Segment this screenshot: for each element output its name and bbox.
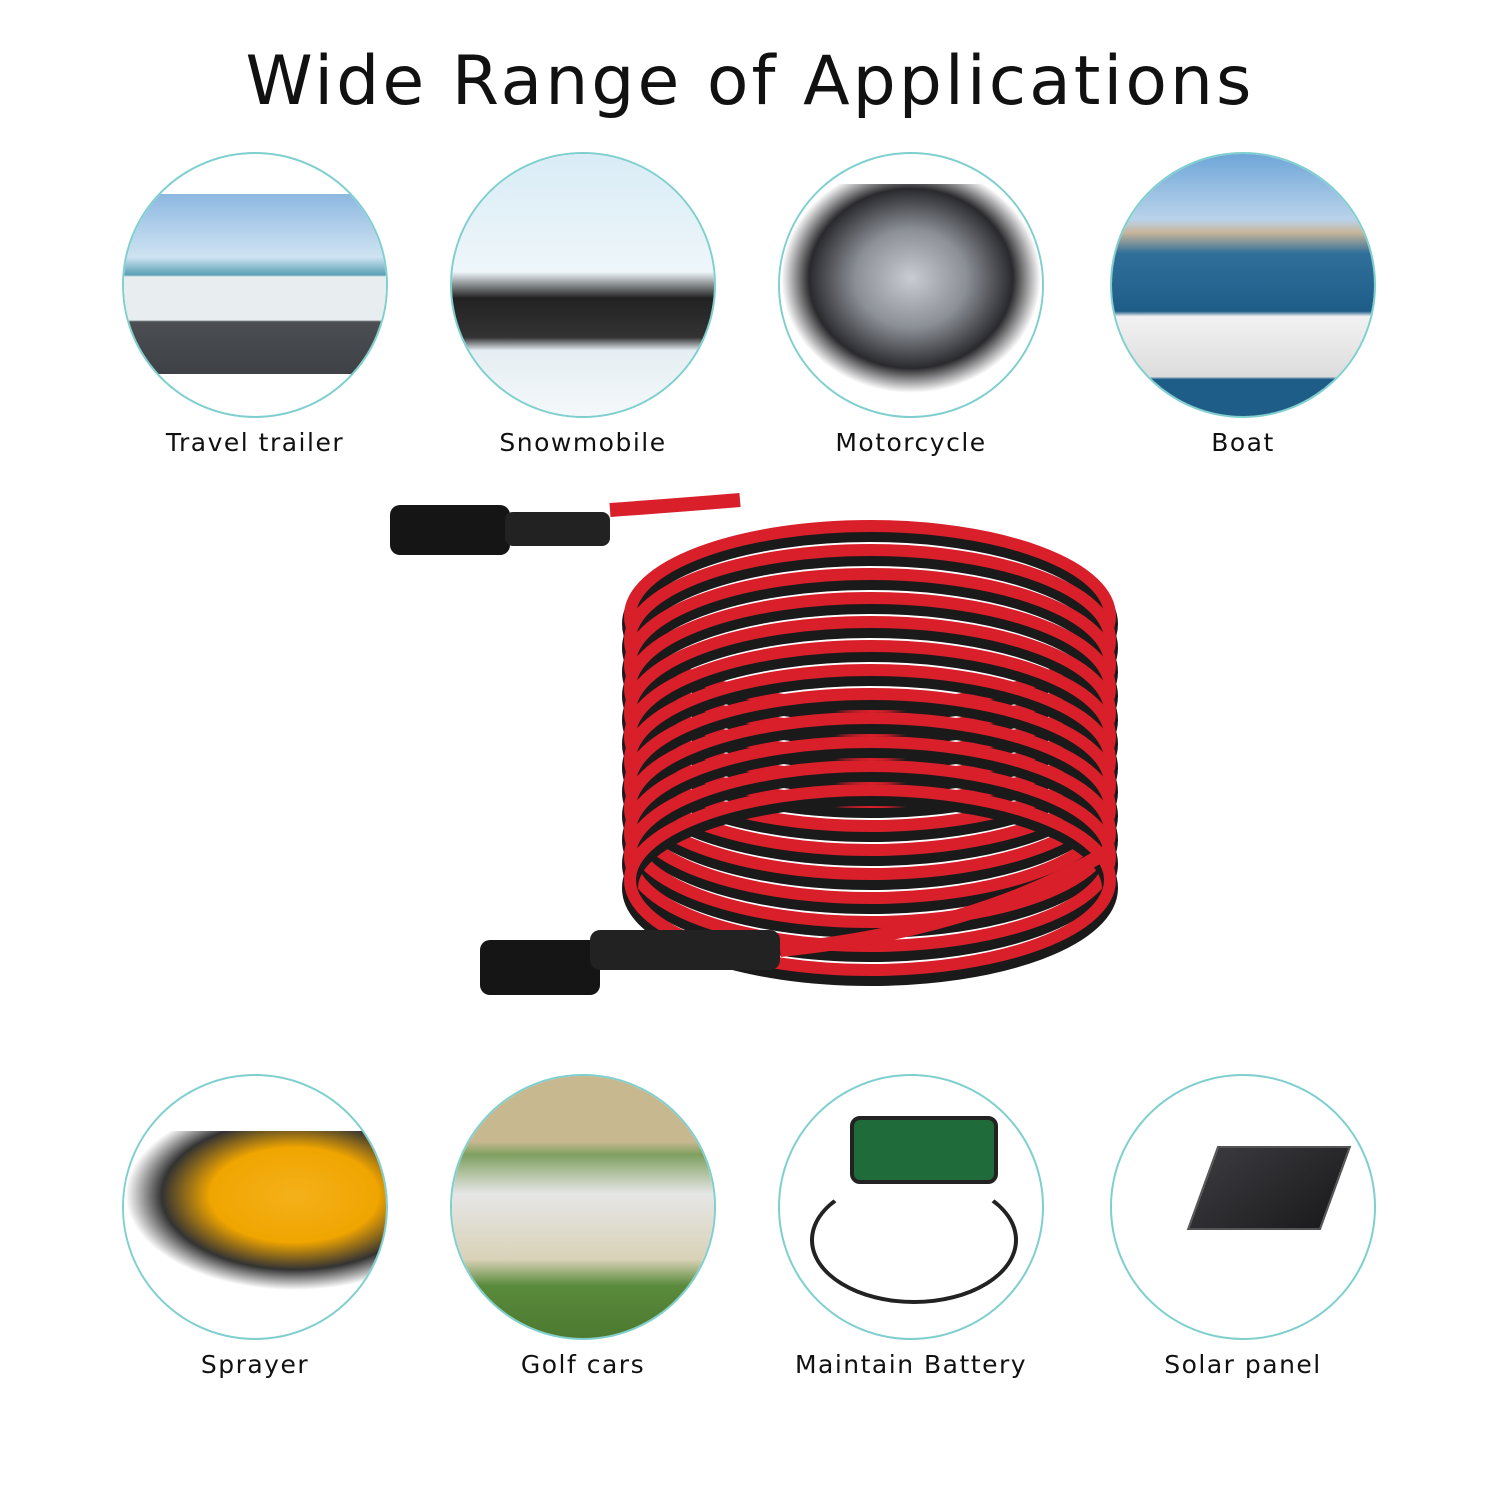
application-label: Maintain Battery bbox=[794, 1350, 1028, 1379]
application-label: Travel trailer bbox=[165, 428, 345, 457]
golf-car-photo bbox=[450, 1074, 716, 1340]
page-title: Wide Range of Applications bbox=[245, 42, 1255, 121]
solar-panel-photo bbox=[1110, 1074, 1376, 1340]
application-label: Golf cars bbox=[520, 1350, 646, 1379]
snowmobile-photo bbox=[450, 152, 716, 418]
cable-coil-loop bbox=[624, 736, 1116, 928]
cable-coils bbox=[622, 520, 1118, 986]
sae-extension-cable bbox=[390, 493, 1118, 995]
sae-connector-top bbox=[390, 493, 741, 555]
sae-connector-bottom bbox=[480, 844, 1114, 995]
cable-coil-loop bbox=[624, 784, 1116, 976]
cable-coil-loop bbox=[624, 712, 1116, 904]
battery-tender-photo bbox=[778, 1074, 1044, 1340]
boat-photo bbox=[1110, 152, 1376, 418]
application-label: Motorcycle bbox=[835, 428, 987, 457]
cable-coil-loop bbox=[624, 640, 1116, 832]
sprayer-photo bbox=[122, 1074, 388, 1340]
application-label: Solar panel bbox=[1164, 1350, 1322, 1379]
application-label: Snowmobile bbox=[499, 428, 667, 457]
rv-photo bbox=[122, 152, 388, 418]
cable-coil-loop bbox=[624, 664, 1116, 856]
cable-coil-loop bbox=[624, 688, 1116, 880]
application-label: Boat bbox=[1211, 428, 1275, 457]
motorcycle-photo bbox=[778, 152, 1044, 418]
application-label: Sprayer bbox=[200, 1350, 310, 1379]
